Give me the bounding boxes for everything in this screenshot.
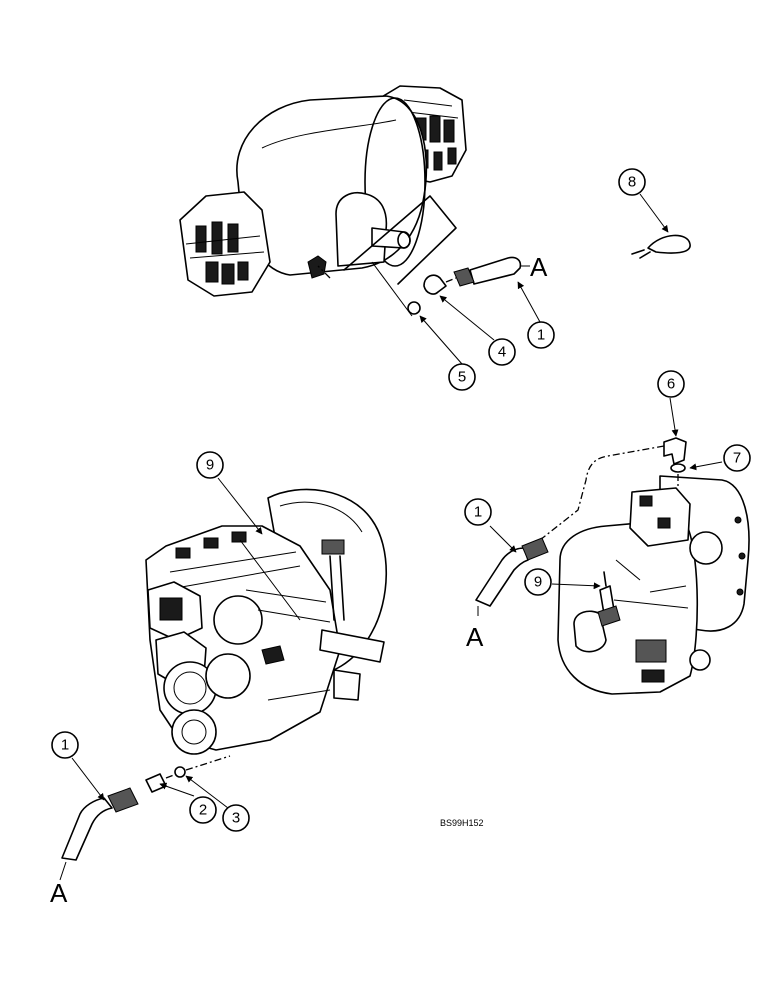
- svg-text:8: 8: [628, 174, 636, 191]
- svg-text:2: 2: [199, 802, 207, 819]
- right-hose-nut: [521, 537, 549, 561]
- callout-2: 2: [189, 796, 217, 824]
- connection-label-a-top: A: [530, 252, 548, 282]
- svg-text:9: 9: [206, 457, 214, 474]
- svg-text:7: 7: [733, 450, 741, 467]
- svg-text:1: 1: [537, 327, 545, 344]
- left-hose: [61, 797, 113, 861]
- drawing-code: BS99H152: [440, 818, 484, 828]
- hose-clip-8: [631, 234, 691, 259]
- left-hose-nut: [107, 787, 139, 813]
- svg-text:9: 9: [534, 574, 542, 591]
- o-ring-5: [407, 301, 421, 315]
- svg-text:5: 5: [458, 369, 466, 386]
- svg-text:1: 1: [61, 737, 69, 754]
- svg-text:1: 1: [474, 504, 482, 521]
- right-pump-assembly: [557, 475, 750, 695]
- top-hose-assembly: [407, 256, 522, 315]
- svg-text:4: 4: [498, 344, 506, 361]
- callout-7: 7: [723, 444, 751, 472]
- right-hose: [475, 547, 529, 607]
- right-pump-cap: [689, 531, 723, 565]
- svg-text:6: 6: [667, 376, 675, 393]
- callout-3: 3: [222, 804, 250, 832]
- svg-text:3: 3: [232, 810, 240, 827]
- sensor-9-right: [597, 571, 621, 627]
- elbow-fitting-4: [423, 274, 447, 295]
- callout-6: 6: [657, 370, 685, 398]
- callout-5: 5: [448, 363, 476, 391]
- callout-9-left: 9: [196, 451, 224, 479]
- elbow-fitting-6: [663, 437, 687, 465]
- fitting-2: [145, 773, 167, 793]
- connection-label-a-left: A: [50, 878, 68, 908]
- callout-4: 4: [488, 338, 516, 366]
- callout-8: 8: [618, 168, 646, 196]
- connection-label-a-right: A: [466, 622, 484, 652]
- callout-9-right: 9: [524, 568, 552, 596]
- right-fittings: [475, 437, 687, 607]
- callout-1-right: 1: [464, 498, 492, 526]
- callout-1-left: 1: [51, 731, 79, 759]
- o-ring-7: [670, 463, 686, 473]
- right-pump-body: [557, 521, 699, 695]
- left-transmission-assembly: [145, 488, 388, 755]
- left-hose-assembly: [61, 755, 231, 861]
- top-housing-assembly: [179, 85, 467, 317]
- left-pump-housing-lower: [171, 709, 217, 755]
- top-hose-nut: [453, 267, 475, 287]
- callout-leaders: [59, 193, 723, 881]
- callout-1-top: 1: [527, 321, 555, 349]
- top-hose: [469, 256, 522, 285]
- o-ring-3: [174, 766, 186, 778]
- top-housing-fins-left: [179, 191, 271, 297]
